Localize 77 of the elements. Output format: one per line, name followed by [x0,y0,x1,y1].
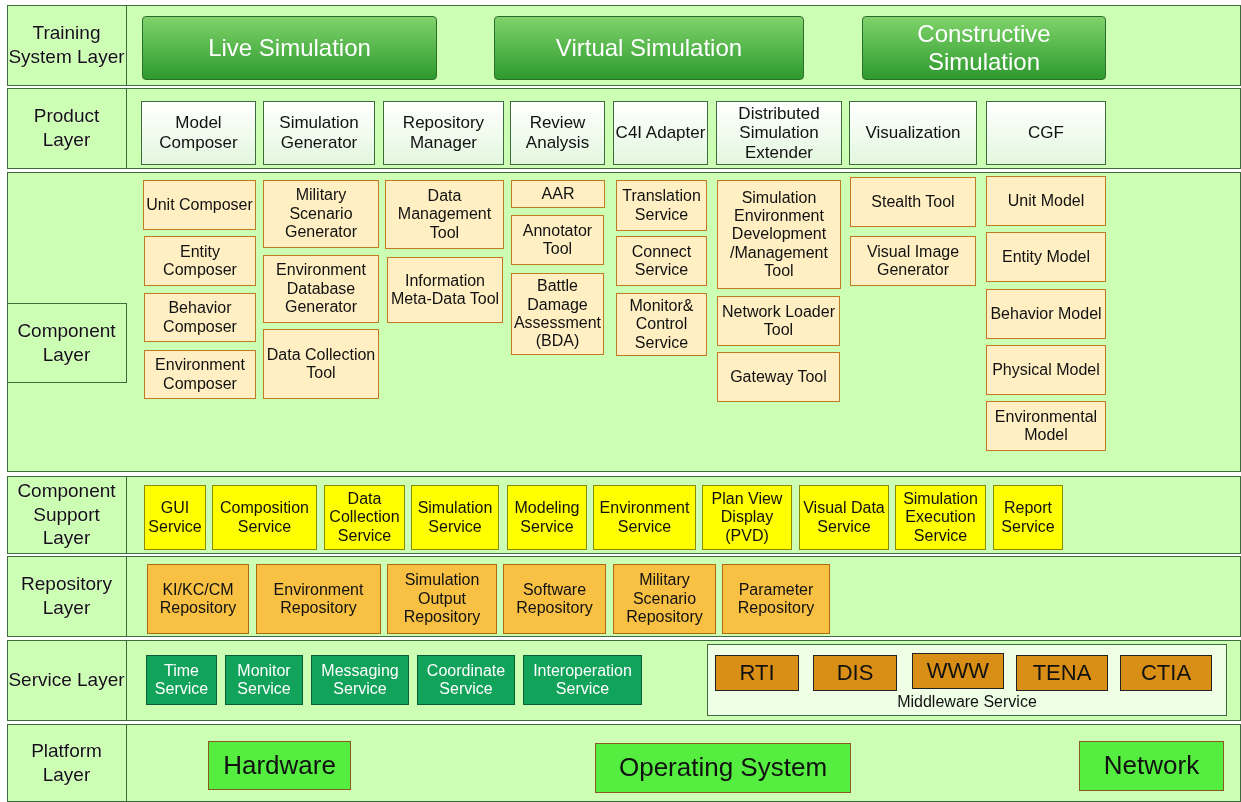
layer-band [7,172,1241,472]
support-service-box: Modeling Service [507,485,587,550]
support-service-box: Data Collection Service [324,485,405,550]
service-box: Interoperation Service [523,655,642,705]
layer-label: Component Layer [6,302,127,383]
component-box: Simulation Environment Development /Management Tool [717,180,841,289]
product-box: Visualization [849,101,977,165]
support-service-box: Report Service [993,485,1063,550]
platform-box: Operating System [595,743,851,793]
layer-label: Service Layer [6,639,127,721]
component-box: Data Management Tool [385,180,504,249]
component-box: Annotator Tool [511,215,604,265]
support-service-box: Plan View Display (PVD) [702,485,792,550]
product-box: Model Composer [141,101,256,165]
service-box: Time Service [146,655,217,705]
component-box: Entity Model [986,232,1106,282]
support-service-box: Environment Service [593,485,696,550]
component-box: Gateway Tool [717,352,840,402]
repository-box: Military Scenario Repository [613,564,716,634]
repository-box: KI/KC/CM Repository [147,564,249,634]
component-box: AAR [511,180,605,208]
support-service-box: Composition Service [212,485,317,550]
middleware-box: DIS [813,655,897,691]
layer-band [7,640,1241,721]
middleware-box: RTI [715,655,799,691]
system-box: Constructive Simulation [862,16,1106,80]
platform-box: Hardware [208,741,351,790]
component-box: Military Scenario Generator [263,180,379,248]
product-box: Review Analysis [510,101,605,165]
repository-box: Simulation Output Repository [387,564,497,634]
layer-band [7,88,1241,169]
platform-box: Network [1079,741,1224,791]
system-box: Live Simulation [142,16,437,80]
component-box: Monitor& Control Service [616,293,707,356]
component-box: Behavior Model [986,289,1106,339]
component-box: Visual Image Generator [850,236,976,286]
group-label: Middleware Service [896,693,1038,711]
component-box: Environment Composer [144,350,256,399]
component-box: Connect Service [616,236,707,286]
product-box: Simulation Generator [263,101,375,165]
component-box: Data Collection Tool [263,329,379,399]
support-service-box: Simulation Service [411,485,499,550]
support-service-box: GUI Service [144,485,206,550]
service-box: Coordinate Service [417,655,515,705]
layer-band [7,724,1241,802]
product-box: CGF [986,101,1106,165]
component-box: Physical Model [986,345,1106,395]
repository-box: Environment Repository [256,564,381,634]
system-box: Virtual Simulation [494,16,804,80]
repository-box: Parameter Repository [722,564,830,634]
service-box: Monitor Service [225,655,303,705]
middleware-box: TENA [1016,655,1108,691]
support-service-box: Simulation Execution Service [895,485,986,550]
service-box: Messaging Service [311,655,409,705]
middleware-box: WWW [912,653,1004,689]
support-service-box: Visual Data Service [799,485,889,550]
layer-band [7,476,1241,554]
middleware-group-box [707,644,1227,716]
component-box: Behavior Composer [144,293,256,342]
component-box: Stealth Tool [850,177,976,227]
component-box: Environmental Model [986,401,1106,451]
component-box: Network Loader Tool [717,296,840,346]
layer-band [7,5,1241,86]
repository-box: Software Repository [503,564,606,634]
layer-label: Training System Layer [6,4,127,86]
middleware-box: CTIA [1120,655,1212,691]
component-box: Environment Database Generator [263,255,379,323]
component-box: Information Meta-Data Tool [387,257,503,323]
layer-band [7,556,1241,637]
product-box: Distributed Simulation Extender [716,101,842,165]
component-box: Entity Composer [144,236,256,286]
component-box: Battle Damage Assessment (BDA) [511,273,604,355]
component-box: Unit Model [986,176,1106,226]
component-box: Unit Composer [143,180,256,230]
product-box: Repository Manager [383,101,504,165]
product-box: C4I Adapter [613,101,708,165]
component-box: Translation Service [616,180,707,231]
